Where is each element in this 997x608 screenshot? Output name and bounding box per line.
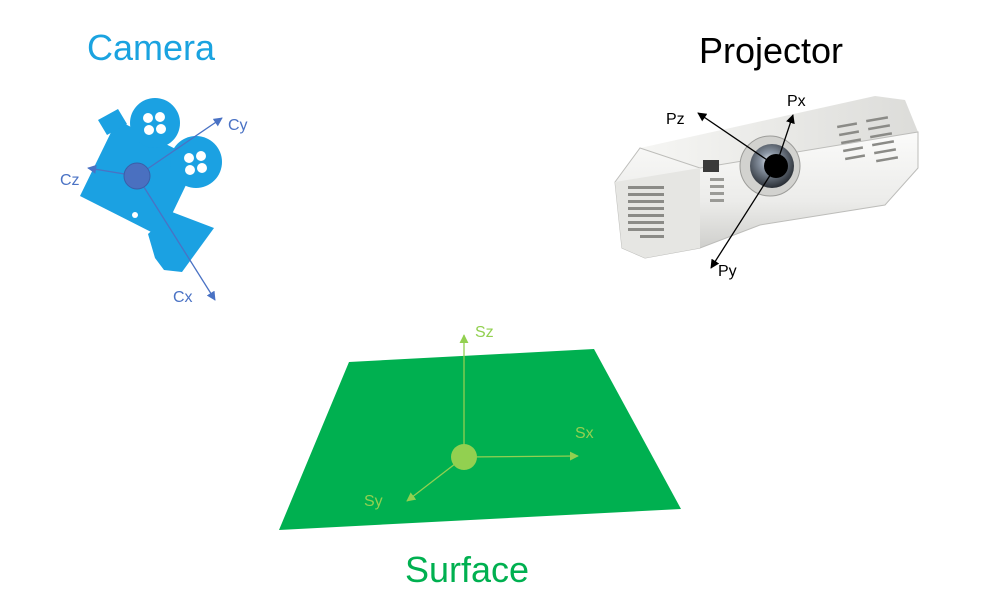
projector-axes: Px Pz Py [666, 93, 806, 280]
surface-title: Surface [405, 549, 529, 590]
camera-axis-y [136, 117, 223, 177]
projector-axis-z [697, 112, 777, 167]
surface-center [451, 444, 477, 470]
surface-axes: Sz Sx Sy [364, 324, 594, 510]
projector-axis-y-label: Py [718, 263, 737, 280]
surface-axis-x-label: Sx [575, 425, 594, 442]
camera-icon [80, 98, 222, 272]
camera-axis-y-label: Cy [228, 117, 248, 134]
surface-axis-x [463, 451, 579, 461]
camera-axes: Cy Cz Cx [60, 117, 248, 306]
surface-plane [279, 349, 681, 530]
projector-title: Projector [699, 30, 843, 71]
camera-axis-x [136, 175, 216, 301]
camera-axis-z-label: Cz [60, 172, 80, 189]
surface-axis-y-label: Sy [364, 493, 383, 510]
projector-axis-z-label: Pz [666, 111, 685, 128]
camera-title: Camera [87, 27, 216, 68]
surface-axis-z-label: Sz [475, 324, 494, 341]
projector-axis-x-label: Px [787, 93, 806, 110]
projector-image [614, 96, 919, 259]
camera-center [123, 162, 151, 190]
camera-axis-x-label: Cx [173, 289, 193, 306]
projector-axis-x [775, 114, 795, 167]
projector-axis-y [710, 165, 777, 269]
